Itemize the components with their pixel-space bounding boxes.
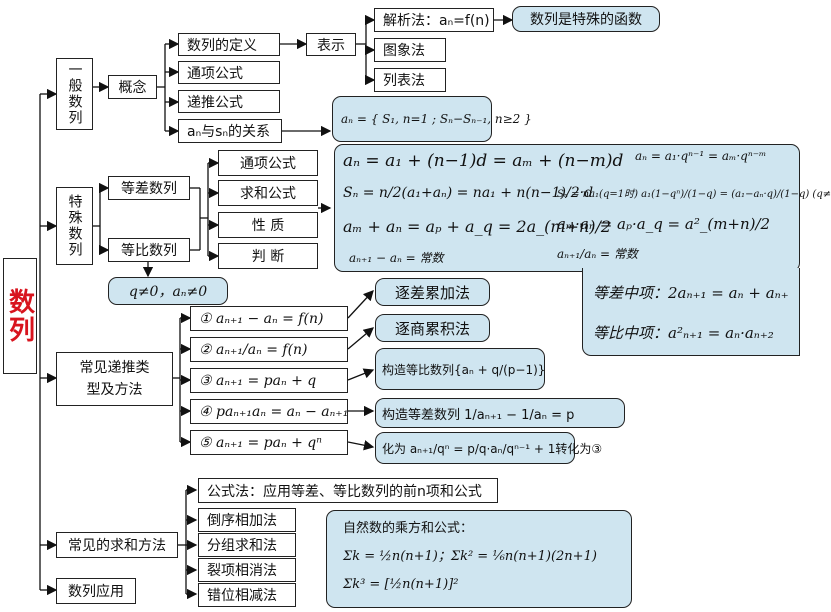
recursion-type-5: ⑤ aₙ₊₁ = paₙ + qⁿ xyxy=(190,430,348,455)
recursion-types-node: 常见递推类型及方法 xyxy=(56,352,173,406)
geometric-sequence-node: 等比数列 xyxy=(108,238,190,262)
natural-power-title: 自然数的乘方和公式： xyxy=(343,521,474,536)
sequence-application-node: 数列应用 xyxy=(56,578,136,604)
middle-term-panel: 等差中项：2aₙ₊₁ = aₙ + aₙ₊ 等比中项：a²ₙ₊₁ = aₙ·aₙ… xyxy=(582,268,800,356)
method-quotient-product: 逐商累积法 xyxy=(375,314,490,342)
method-transform-to-3: 化为 aₙ₊₁/qⁿ = p/q·aₙ/qⁿ⁻¹ + 1转化为③ xyxy=(375,432,602,464)
ap-property-formula: aₘ + aₙ = aₚ + a_q = 2a_(m+n)/2 xyxy=(343,217,612,236)
gp-property-formula: aₘ·aₙ = aₚ·a_q = a²_(m+n)/2 xyxy=(557,215,771,233)
recursion-type-4: ④ paₙ₊₁aₙ = aₙ − aₙ₊₁ xyxy=(190,399,348,424)
geometric-condition-node: q≠0，aₙ≠0 xyxy=(108,277,228,305)
power-sum-formula-3: Σk³ = [½n(n+1)]² xyxy=(343,577,459,592)
general-term-formula-node: 通项公式 xyxy=(178,61,280,84)
concept-map: 数列 一般数列 概念 数列的定义 通项公式 递推公式 aₙ与sₙ的关系 表示 解… xyxy=(3,6,831,608)
sum-grouping-method: 分组求和法 xyxy=(198,533,296,557)
ap-judge-formula: aₙ₊₁ − aₙ = 常数 xyxy=(349,251,444,265)
ap-general-formula: aₙ = a₁ + (n−1)d = aₘ + (n−m)d xyxy=(343,151,624,171)
sum-reverse-add-method: 倒序相加法 xyxy=(198,508,296,532)
ap-sum-formula: Sₙ = n/2(a₁+aₙ) = na₁ + n(n−1)/2·d xyxy=(343,185,594,201)
recursion-type-3: ③ aₙ₊₁ = paₙ + q xyxy=(190,368,348,393)
aspect-property-node: 性 质 xyxy=(218,212,318,238)
recursive-formula-node: 递推公式 xyxy=(178,90,280,113)
gp-middle-term: 等比中项：a²ₙ₊₁ = aₙ·aₙ₊₂ xyxy=(593,324,774,342)
table-method-node: 列表法 xyxy=(374,68,446,92)
ap-middle-term: 等差中项：2aₙ₊₁ = aₙ + aₙ₊ xyxy=(593,284,789,302)
power-sum-formula-1-2: Σk = ½n(n+1)；Σk² = ⅙n(n+1)(2n+1) xyxy=(343,549,597,564)
sn-relation-panel: aₙ = { S₁, n=1 ; Sₙ−Sₙ₋₁, n≥2 } xyxy=(332,96,532,142)
special-sequence-node: 特殊数列 xyxy=(56,187,93,265)
method-construct-geometric: 构造等比数列{aₙ + q/(p−1)} xyxy=(375,348,545,390)
an-sn-relation-node: aₙ与sₙ的关系 xyxy=(178,119,282,143)
recursion-type-2: ② aₙ₊₁/aₙ = f(n) xyxy=(190,337,348,362)
arithmetic-sequence-node: 等差数列 xyxy=(108,176,190,200)
concept-node: 概念 xyxy=(108,75,157,99)
special-function-node: 数列是特殊的函数 xyxy=(512,6,660,32)
root-node: 数列 xyxy=(3,258,37,374)
gp-general-formula: aₙ = a₁·qⁿ⁻¹ = aₘ·qⁿ⁻ᵐ xyxy=(635,149,767,163)
natural-power-sum-panel: 自然数的乘方和公式： Σk = ½n(n+1)；Σk² = ⅙n(n+1)(2n… xyxy=(326,510,632,608)
graph-method-node: 图象法 xyxy=(374,38,446,62)
sum-formula-method: 公式法：应用等差、等比数列的前n项和公式 xyxy=(198,478,498,503)
aspect-general-term-node: 通项公式 xyxy=(218,150,318,176)
sum-telescoping-method: 裂项相消法 xyxy=(198,558,296,582)
representation-node: 表示 xyxy=(306,33,356,56)
recursion-type-1: ① aₙ₊₁ − aₙ = f(n) xyxy=(190,306,348,331)
connector-lines xyxy=(39,14,549,600)
sequence-definition-node: 数列的定义 xyxy=(178,33,280,56)
summation-methods-node: 常见的求和方法 xyxy=(56,532,178,558)
method-construct-arithmetic: 构造等差数列 1/aₙ₊₁ − 1/aₙ = p xyxy=(375,398,625,428)
gp-sum-formula: Sₙ = na₁(q=1时) a₁(1−qⁿ)/(1−q) = (a₁−aₙ·q… xyxy=(557,189,831,200)
aspect-judgement-node: 判 断 xyxy=(218,243,318,269)
root-label: 数列 xyxy=(4,288,35,344)
analytic-method-node: 解析法：aₙ=f(n) xyxy=(374,8,494,32)
aspect-sum-formula-node: 求和公式 xyxy=(218,180,318,206)
gp-judge-formula: aₙ₊₁/aₙ = 常数 xyxy=(557,247,638,261)
method-difference-sum: 逐差累加法 xyxy=(375,278,490,306)
sum-misaligned-subtract-method: 错位相减法 xyxy=(198,583,296,607)
special-formulas-panel: aₙ = a₁ + (n−1)d = aₘ + (n−m)d aₙ = a₁·q… xyxy=(334,144,831,272)
general-sequence-node: 一般数列 xyxy=(56,58,93,130)
